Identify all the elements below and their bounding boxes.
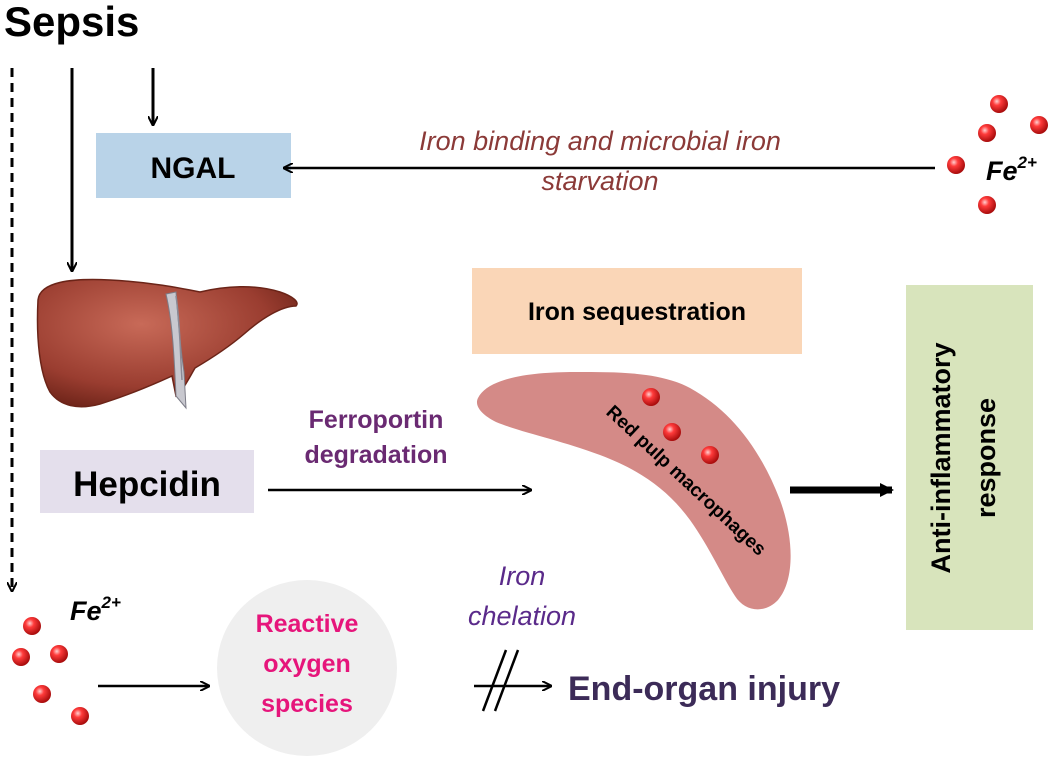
iron-particle-icon (990, 95, 1008, 113)
block-mark-1 (481, 649, 508, 712)
hepcidin-box (40, 450, 254, 513)
spleen-shape (476, 372, 791, 610)
end-organ-injury-label: End-organ injury (568, 670, 840, 708)
iron-particles-spleen (642, 388, 719, 464)
ros-label-2: oxygen (263, 650, 351, 678)
iron-particle-icon (33, 685, 51, 703)
iron-binding-label-2: starvation (541, 166, 658, 196)
fe-label-top: Fe2+ (986, 153, 1037, 186)
ferroportin-label-1: Ferroportin (309, 406, 444, 434)
iron-chelation-label-2: chelation (468, 601, 576, 631)
ngal-box (96, 133, 291, 198)
liver-illustration (36, 278, 298, 410)
anti-inflammatory-box (906, 285, 1033, 630)
iron-particle-icon (12, 648, 30, 666)
iron-particle-icon (23, 617, 41, 635)
ros-ellipse (217, 580, 397, 756)
iron-particle-icon (701, 446, 719, 464)
hepcidin-label: Hepcidin (73, 465, 221, 504)
iron-particle-icon (642, 388, 660, 406)
iron-particles-top (947, 95, 1048, 214)
anti-inflammatory-label-2: response (971, 398, 1001, 518)
iron-particle-icon (663, 423, 681, 441)
ros-label-1: Reactive (256, 610, 359, 638)
title-sepsis: Sepsis (4, 0, 139, 45)
iron-particle-icon (978, 124, 996, 142)
iron-particle-icon (50, 645, 68, 663)
iron-particle-icon (978, 196, 996, 214)
iron-chelation-label-1: Iron (499, 561, 546, 591)
ferroportin-label-2: degradation (304, 441, 447, 469)
ngal-label: NGAL (151, 152, 236, 185)
ros-label-3: species (261, 690, 353, 718)
block-mark-2 (493, 649, 520, 712)
fe-label-bottom: Fe2+ (70, 593, 121, 626)
iron-binding-label-1: Iron binding and microbial iron (419, 126, 781, 156)
iron-particle-icon (71, 707, 89, 725)
iron-sequestration-label: Iron sequestration (528, 298, 746, 326)
iron-sequestration-box (472, 268, 802, 354)
iron-particle-icon (1030, 116, 1048, 134)
anti-inflammatory-label-1: Anti-inflammatory (926, 342, 956, 573)
iron-particle-icon (947, 156, 965, 174)
iron-particles-bottom (12, 617, 89, 725)
